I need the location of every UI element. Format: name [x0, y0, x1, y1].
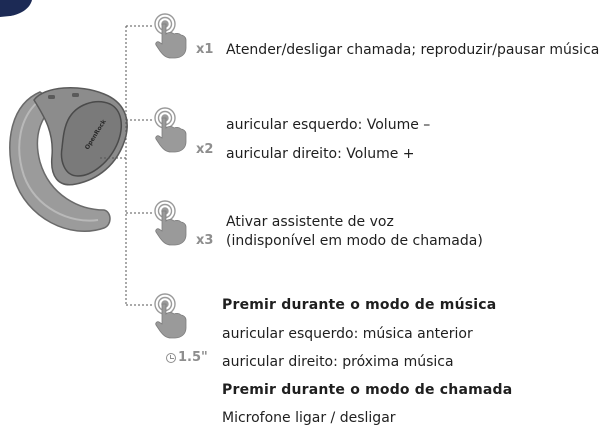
tap-gesture-icons	[154, 13, 187, 339]
earbud-illustration: OpenRock	[9, 87, 128, 232]
gesture-description: auricular direito: próxima música	[222, 354, 454, 370]
tap-finger-icon	[154, 13, 187, 59]
gesture-description: Atender/desligar chamada; reproduzir/pau…	[226, 42, 600, 58]
tap-count-label: x2	[196, 142, 214, 157]
sensor-dot	[72, 93, 79, 97]
touch-panel	[60, 100, 123, 177]
gesture-description: auricular direito: Volume +	[226, 146, 415, 162]
gesture-description: Microfone ligar / desligar	[222, 410, 396, 426]
sensor-dot	[48, 95, 55, 99]
gesture-description: auricular esquerdo: música anterior	[222, 326, 473, 342]
clock-icon	[166, 352, 176, 363]
call-mode-heading: Premir durante o modo de chamada	[222, 382, 513, 398]
music-mode-heading: Premir durante o modo de música	[222, 297, 497, 313]
gesture-description: Ativar assistente de voz	[226, 214, 394, 230]
gesture-description: auricular esquerdo: Volume –	[226, 117, 431, 133]
tap-finger-icon	[154, 200, 187, 246]
hold-duration-value: 1.5"	[178, 350, 208, 365]
corner-decoration	[0, 0, 32, 17]
connector-lines	[100, 25, 152, 306]
hold-duration-label: 1.5"	[166, 350, 208, 365]
gesture-description: (indisponível em modo de chamada)	[226, 233, 483, 249]
tap-finger-icon	[154, 107, 187, 153]
tap-count-label: x1	[196, 42, 214, 57]
tap-finger-icon	[154, 293, 187, 339]
tap-count-label: x3	[196, 233, 214, 248]
